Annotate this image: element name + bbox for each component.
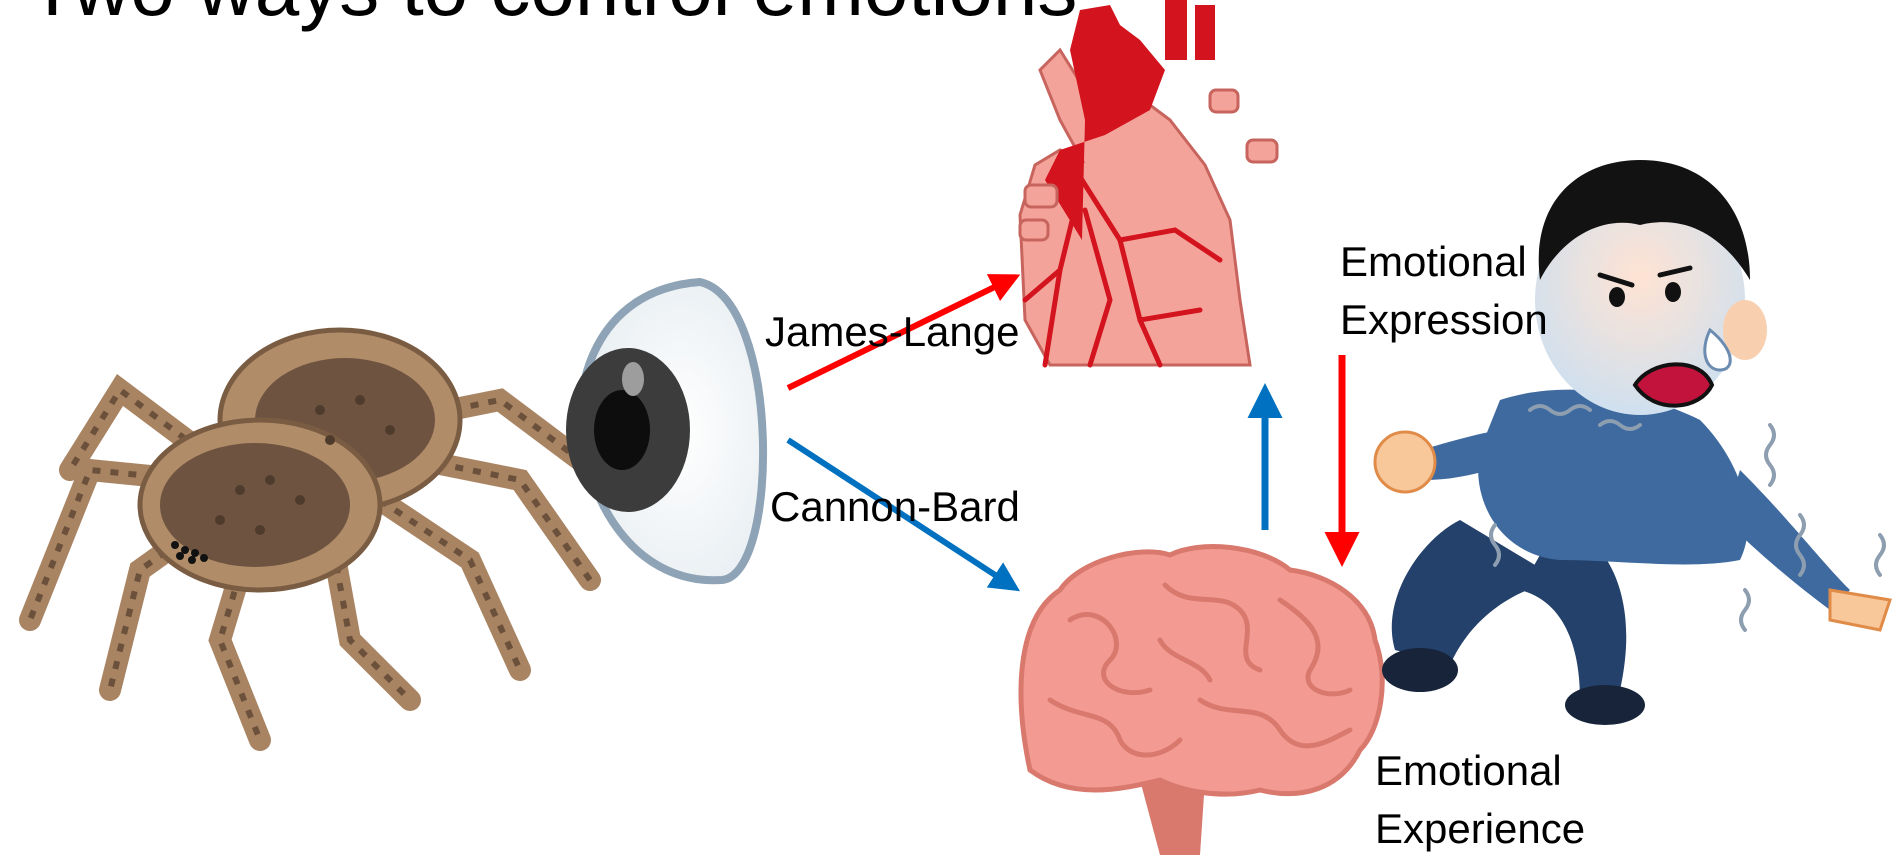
- experience-line-1: Emotional: [1375, 742, 1585, 800]
- expression-line-1: Emotional: [1340, 233, 1548, 291]
- heart-icon: [1020, 0, 1277, 365]
- experience-line-2: Experience: [1375, 800, 1585, 858]
- james-lange-label: James-Lange: [765, 303, 1019, 361]
- eye-icon: [566, 282, 763, 580]
- emotional-experience-label: Emotional Experience: [1375, 742, 1585, 858]
- tarantula-icon: [30, 330, 590, 740]
- brain-icon: [1021, 547, 1382, 855]
- expression-line-2: Expression: [1340, 291, 1548, 349]
- cannon-bard-label: Cannon-Bard: [770, 478, 1020, 536]
- emotional-expression-label: Emotional Expression: [1340, 233, 1548, 349]
